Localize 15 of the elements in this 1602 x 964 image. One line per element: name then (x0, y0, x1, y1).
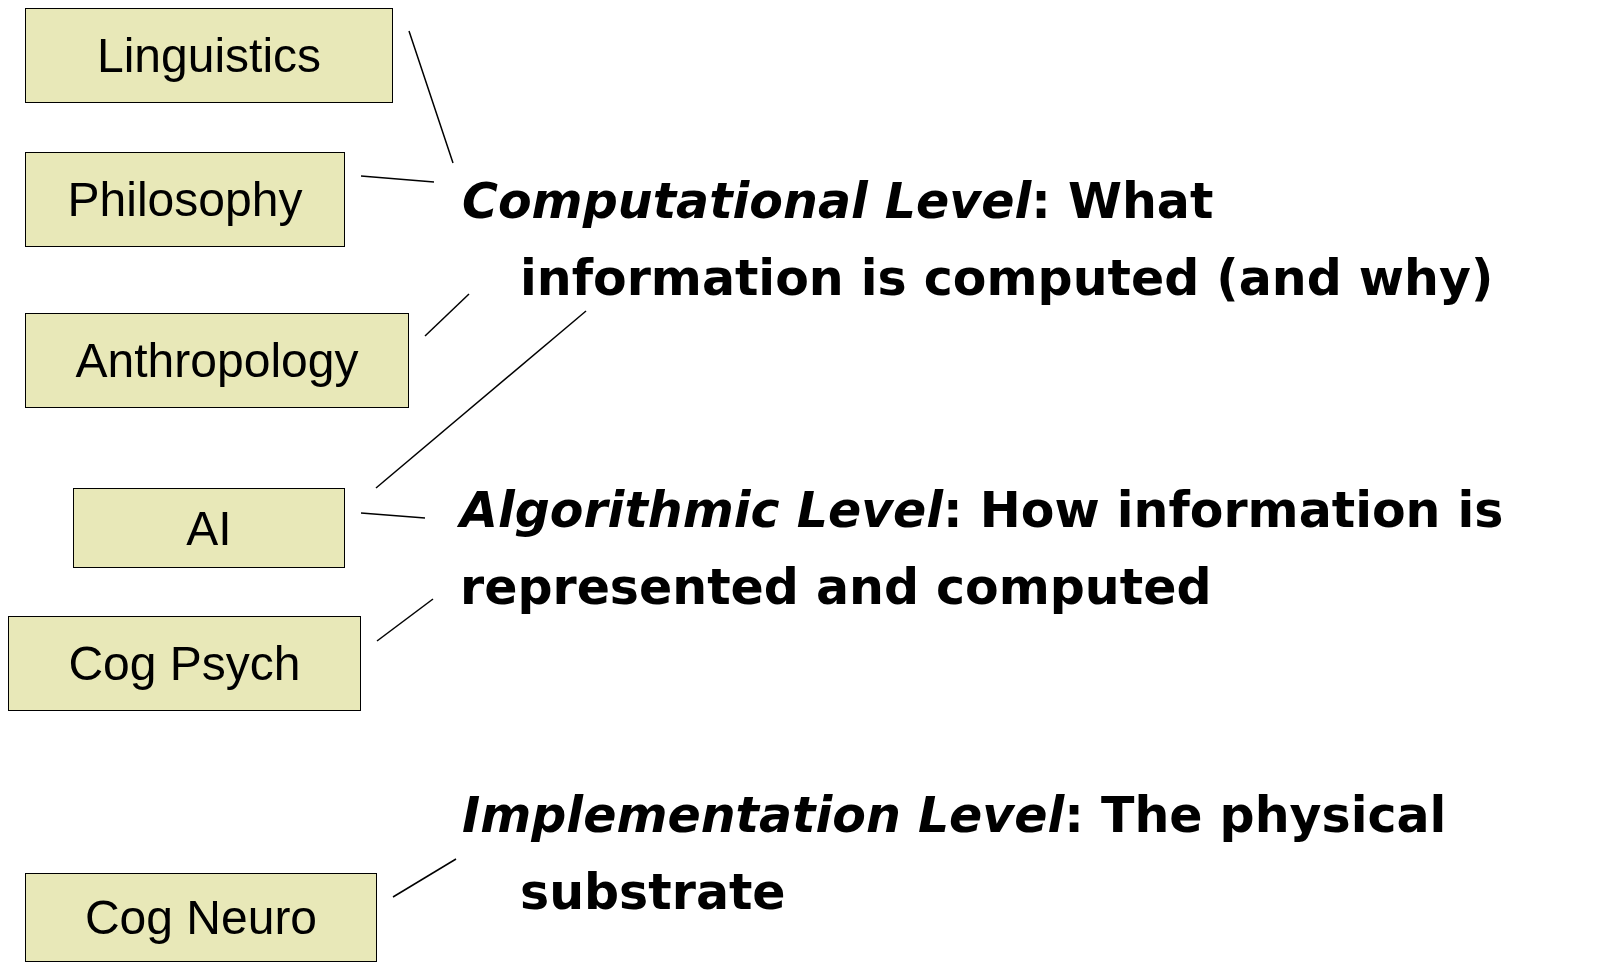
level-description: Implementation Level: The physical substrate (462, 786, 1448, 923)
discipline-box: Philosophy (25, 152, 345, 247)
discipline-box: Linguistics (25, 8, 393, 103)
discipline-box: AI (73, 488, 345, 568)
discipline-box: Cog Psych (8, 616, 361, 711)
connector-line (360, 175, 435, 183)
connector-line (408, 30, 454, 164)
discipline-box: Anthropology (25, 313, 409, 408)
connector-line (392, 858, 457, 898)
discipline-box: Cog Neuro (25, 873, 377, 962)
level-description: Computational Level: What information is computed (and why) (462, 172, 1495, 309)
connector-line (424, 293, 470, 337)
connector-line (375, 310, 587, 489)
connector-line (360, 512, 426, 519)
connector-line (376, 598, 434, 642)
